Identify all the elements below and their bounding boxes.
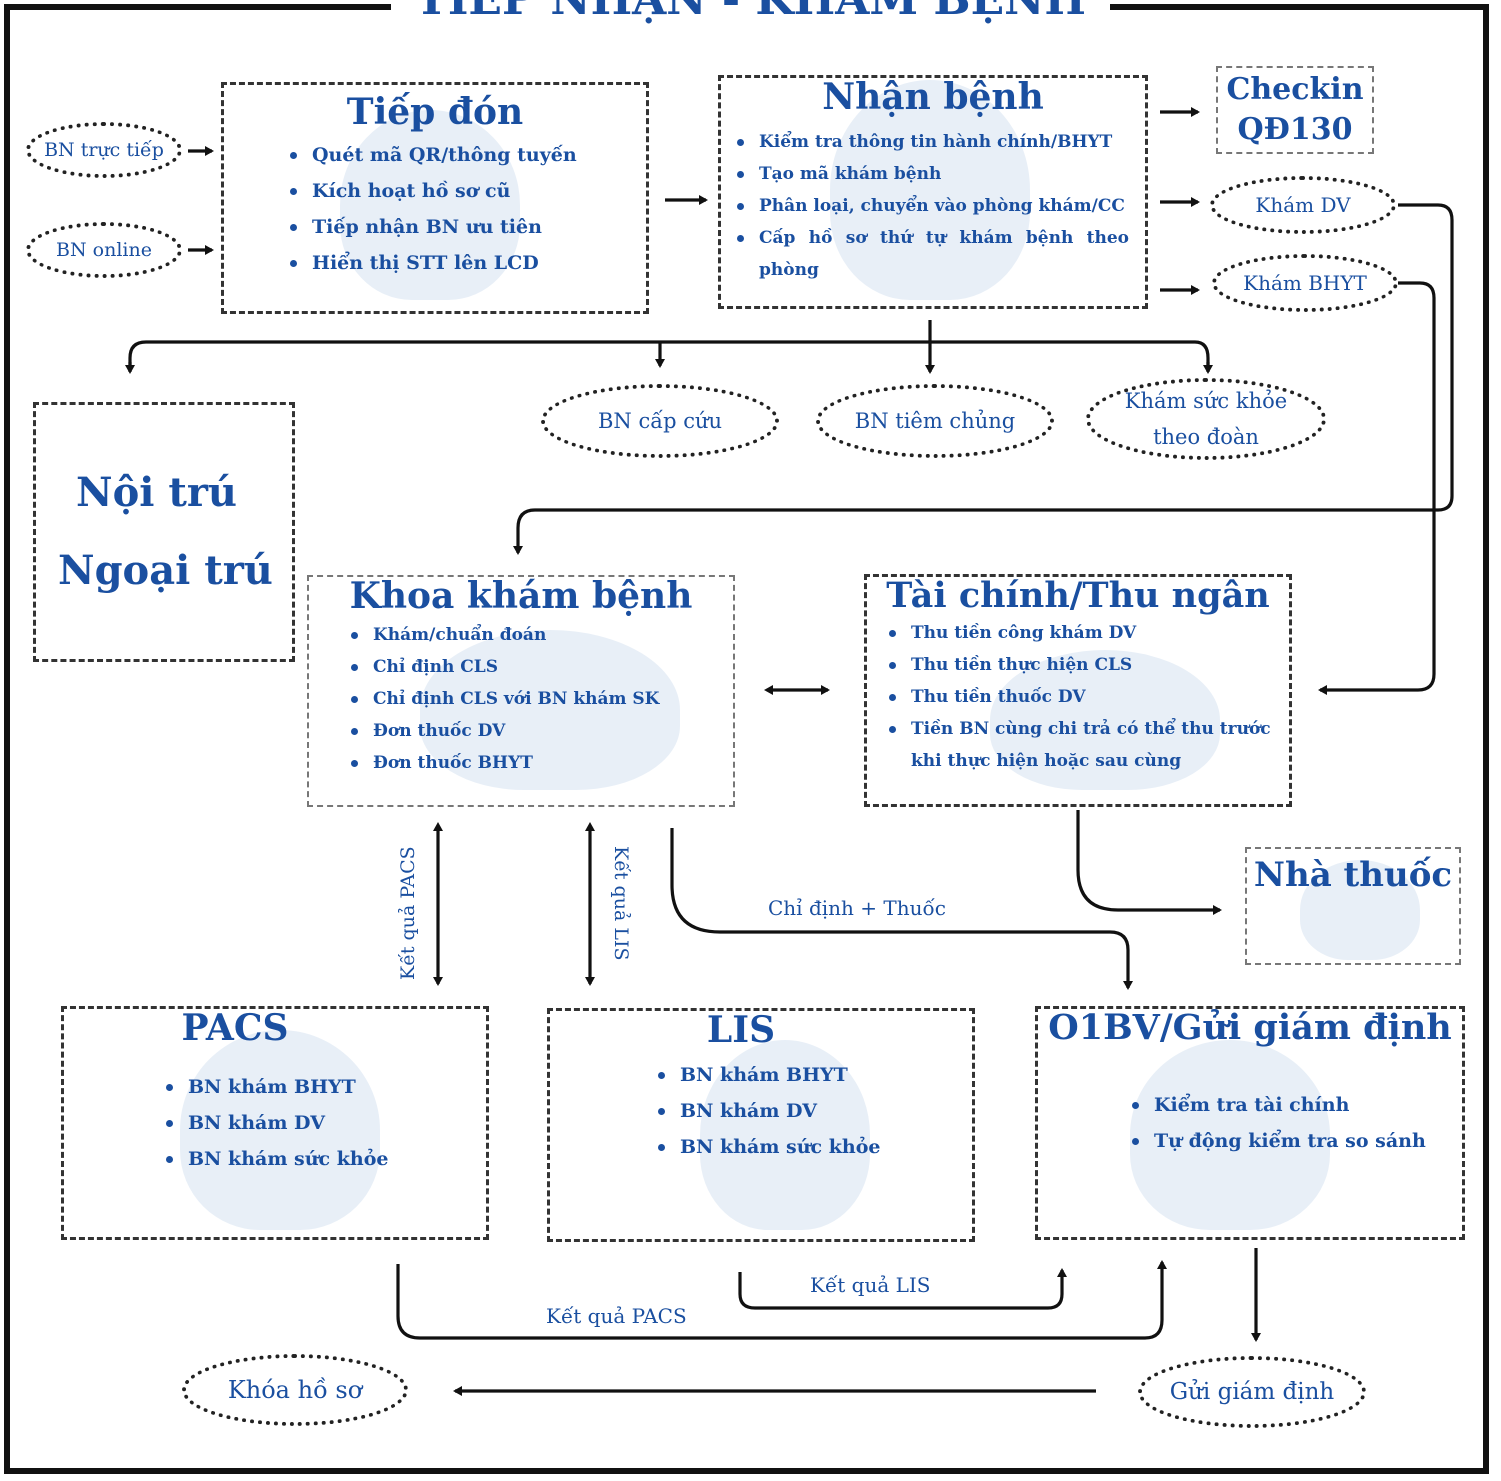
intake-title: Nhận bệnh — [822, 76, 1044, 118]
lis-item: BN khám DV — [654, 1093, 880, 1129]
lis-item: BN khám sức khỏe — [654, 1129, 880, 1165]
reception-list: Quét mã QR/thông tuyến Kích hoạt hồ sơ c… — [286, 137, 577, 281]
vaccination-label: BN tiêm chủng — [854, 409, 1016, 433]
o1bv-box: O1BV/Gửi giám định Kiểm tra tài chính Tự… — [1035, 1006, 1465, 1240]
reception-illustration — [340, 110, 520, 300]
intake-item: Phân loại, chuyển vào phòng khám/CC — [733, 190, 1129, 222]
pacs-illustration — [180, 1030, 380, 1230]
o1bv-title: O1BV/Gửi giám định — [1048, 1007, 1452, 1048]
finance-illustration — [990, 650, 1220, 790]
finance-list: Thu tiền công khám DV Thu tiền thực hiện… — [885, 617, 1271, 777]
pacs-list: BN khám BHYT BN khám DV BN khám sức khỏe — [162, 1069, 388, 1177]
page-title: TIẾP NHẬN - KHÁM BỆNH — [0, 0, 1501, 25]
exam-dept-list: Khám/chuẩn đoán Chỉ định CLS Chỉ định CL… — [347, 619, 659, 779]
o1bv-item: Tự động kiểm tra so sánh — [1128, 1123, 1426, 1159]
lis-list: BN khám BHYT BN khám DV BN khám sức khỏe — [654, 1057, 880, 1165]
route-insurance-exam-to-finance — [1318, 281, 1436, 695]
lis-title: LIS — [706, 1009, 776, 1051]
reception-item: Kích hoạt hồ sơ cũ — [286, 173, 577, 209]
pacs-result-label: Kết quả PACS — [546, 1304, 687, 1328]
intake-item: Tạo mã khám bệnh — [733, 158, 1129, 190]
outpatient-label: Ngoại trú — [58, 547, 273, 594]
checkin-line1: Checkin — [1226, 72, 1364, 107]
direct-patient-label: BN trực tiếp — [44, 139, 164, 161]
pacs-item: BN khám BHYT — [162, 1069, 388, 1105]
pacs-box: PACS BN khám BHYT BN khám DV BN khám sức… — [61, 1006, 489, 1240]
intake-item: Cấp hồ sơ thứ tự khám bệnh theo phòng — [733, 222, 1129, 286]
exam-dept-box: Khoa khám bệnh Khám/chuẩn đoán Chỉ định … — [307, 575, 735, 807]
service-exam-label: Khám DV — [1255, 193, 1351, 217]
finance-item: Thu tiền thuốc DV — [885, 681, 1271, 713]
route-finance-to-pharmacy — [1076, 810, 1222, 915]
online-patient-label: BN online — [56, 239, 152, 261]
insurance-exam-label: Khám BHYT — [1243, 271, 1367, 295]
finance-box: Tài chính/Thu ngân Thu tiền công khám DV… — [864, 574, 1292, 807]
pacs-title: PACS — [181, 1007, 289, 1049]
exam-dept-item: Đơn thuốc DV — [347, 715, 659, 747]
pacs-item: BN khám sức khỏe — [162, 1141, 388, 1177]
lis-illustration — [700, 1040, 870, 1230]
o1bv-list: Kiểm tra tài chính Tự động kiểm tra so s… — [1128, 1087, 1426, 1159]
emergency-label: BN cấp cứu — [597, 409, 723, 433]
inpatient-box: Nội trú Ngoại trú — [33, 402, 295, 662]
intake-item: Kiểm tra thông tin hành chính/BHYT — [733, 126, 1129, 158]
exam-dept-item: Đơn thuốc BHYT — [347, 747, 659, 779]
finance-item: Tiền BN cùng chi trả có thể thu trước — [885, 713, 1271, 745]
intake-illustration — [830, 80, 1030, 300]
page-title-text: TIẾP NHẬN - KHÁM BỆNH — [391, 0, 1110, 25]
send-review-oval: Gửi giám định — [1138, 1356, 1366, 1428]
pacs-item: BN khám DV — [162, 1105, 388, 1141]
branch-line — [128, 320, 1210, 370]
exam-dept-illustration — [420, 630, 680, 790]
order-drug-label: Chỉ định + Thuốc — [768, 896, 946, 920]
pacs-result-vertical-label: Kết quả PACS — [397, 846, 419, 980]
finance-title: Tài chính/Thu ngân — [886, 575, 1270, 616]
reception-title: Tiếp đón — [346, 91, 524, 133]
reception-item: Quét mã QR/thông tuyến — [286, 137, 577, 173]
group-health-line2: theo đoàn — [1153, 425, 1259, 449]
insurance-exam-oval: Khám BHYT — [1212, 254, 1398, 312]
lis-item: BN khám BHYT — [654, 1057, 880, 1093]
route-service-exam-to-exam-dept — [513, 203, 1454, 555]
finance-item: Thu tiền thực hiện CLS — [885, 649, 1271, 681]
online-patient-oval: BN online — [26, 222, 182, 278]
o1bv-illustration — [1130, 1040, 1330, 1230]
route-pacs-to-o1bv — [396, 1260, 1167, 1340]
checkin-box: Checkin QĐ130 — [1216, 66, 1374, 154]
exam-dept-item: Khám/chuẩn đoán — [347, 619, 659, 651]
lis-box: LIS BN khám BHYT BN khám DV BN khám sức … — [547, 1008, 975, 1242]
route-exam-to-o1bv — [670, 828, 1133, 990]
intake-list: Kiểm tra thông tin hành chính/BHYT Tạo m… — [733, 126, 1129, 286]
reception-box: Tiếp đón Quét mã QR/thông tuyến Kích hoạ… — [221, 82, 649, 314]
emergency-oval: BN cấp cứu — [541, 384, 779, 458]
exam-dept-item: Chỉ định CLS với BN khám SK — [347, 683, 659, 715]
direct-patient-oval: BN trực tiếp — [26, 122, 182, 178]
reception-item: Hiển thị STT lên LCD — [286, 245, 577, 281]
lis-result-vertical-label: Kết quả LIS — [610, 846, 632, 961]
lis-result-label: Kết quả LIS — [810, 1273, 931, 1297]
exam-dept-item: Chỉ định CLS — [347, 651, 659, 683]
pharmacy-title: Nhà thuốc — [1253, 855, 1453, 895]
group-health-oval: Khám sức khỏe theo đoàn — [1086, 378, 1326, 460]
reception-item: Tiếp nhận BN ưu tiên — [286, 209, 577, 245]
pharmacy-illustration — [1300, 860, 1420, 960]
service-exam-oval: Khám DV — [1210, 176, 1396, 234]
finance-item-continuation: khi thực hiện hoặc sau cùng — [911, 751, 1182, 771]
close-record-label: Khóa hồ sơ — [227, 1376, 363, 1404]
send-review-label: Gửi giám định — [1169, 1379, 1335, 1405]
intake-box: Nhận bệnh Kiểm tra thông tin hành chính/… — [718, 75, 1148, 309]
o1bv-item: Kiểm tra tài chính — [1128, 1087, 1426, 1123]
finance-item: Thu tiền công khám DV — [885, 617, 1271, 649]
vaccination-oval: BN tiêm chủng — [816, 384, 1054, 458]
inpatient-label: Nội trú — [76, 469, 237, 516]
route-lis-to-o1bv — [738, 1268, 1067, 1310]
exam-dept-title: Khoa khám bệnh — [349, 575, 693, 617]
group-health-line1: Khám sức khỏe — [1124, 389, 1288, 413]
close-record-oval: Khóa hồ sơ — [182, 1354, 408, 1426]
pharmacy-box: Nhà thuốc — [1245, 847, 1461, 965]
checkin-line2: QĐ130 — [1237, 112, 1353, 147]
